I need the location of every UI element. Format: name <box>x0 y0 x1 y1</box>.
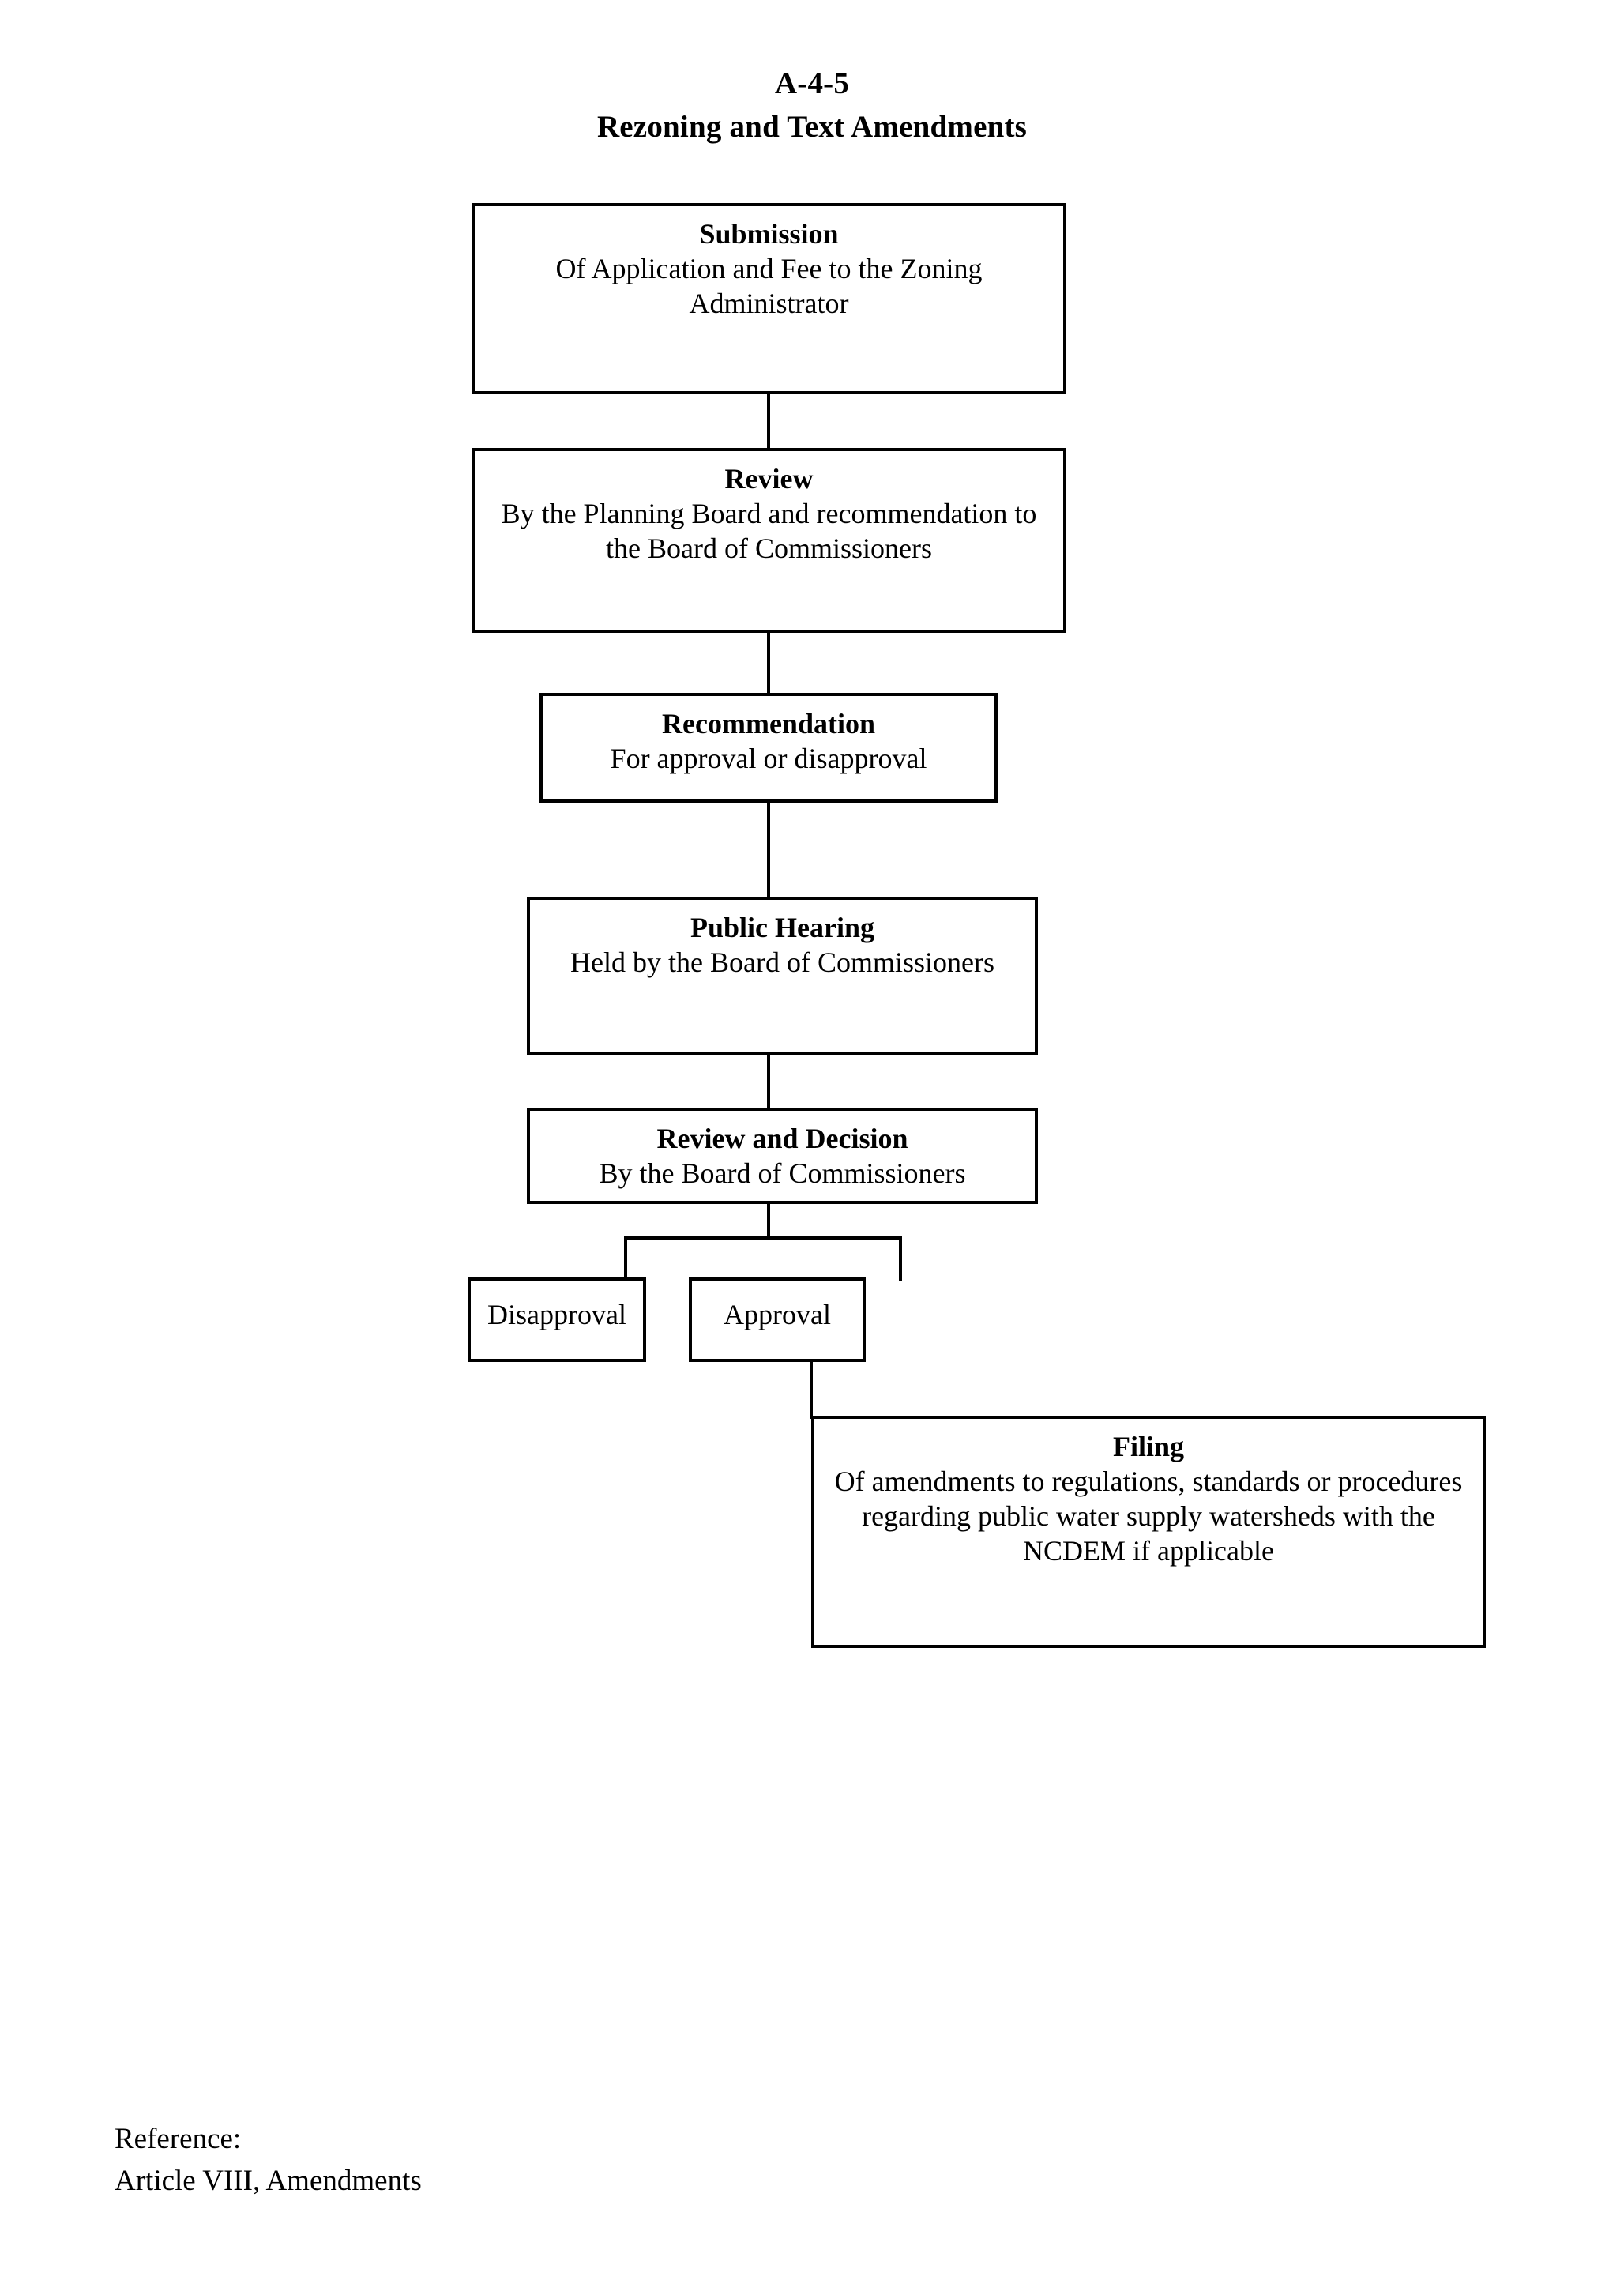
flow-node-filing-body: Of amendments to regulations, standards … <box>834 1465 1463 1567</box>
connector-recommendation-to-public-hearing <box>767 799 770 900</box>
flow-node-review-and-decision: Review and Decision By the Board of Comm… <box>527 1108 1038 1204</box>
connector-approval-to-filing <box>810 1359 813 1419</box>
flow-node-submission: Submission Of Application and Fee to the… <box>472 203 1066 394</box>
connector-branch-bar <box>624 1236 902 1240</box>
flow-node-submission-heading: Submission <box>699 218 839 250</box>
flow-node-review-and-decision-heading: Review and Decision <box>656 1123 908 1154</box>
connector-branch-to-disapproval <box>624 1236 627 1281</box>
flow-node-disapproval: Disapproval <box>468 1277 646 1362</box>
flow-node-disapproval-body: Disapproval <box>487 1299 626 1330</box>
connector-review-and-decision-to-branch <box>767 1201 770 1240</box>
page-title-code: A-4-5 <box>774 66 850 100</box>
flow-node-approval: Approval <box>689 1277 866 1362</box>
flow-node-review-body: By the Planning Board and recommendation… <box>501 497 1037 564</box>
flow-node-public-hearing-heading: Public Hearing <box>690 912 874 943</box>
page-title-name: Rezoning and Text Amendments <box>596 110 1028 144</box>
flow-node-review: Review By the Planning Board and recomme… <box>472 448 1066 633</box>
flow-node-public-hearing: Public Hearing Held by the Board of Comm… <box>527 897 1038 1055</box>
flow-node-review-and-decision-body: By the Board of Commissioners <box>599 1157 966 1189</box>
flow-node-filing: Filing Of amendments to regulations, sta… <box>811 1416 1486 1648</box>
flow-node-recommendation: Recommendation For approval or disapprov… <box>539 693 998 803</box>
reference-label: Reference: <box>115 2123 242 2155</box>
connector-branch-to-approval <box>899 1236 902 1281</box>
flow-node-recommendation-heading: Recommendation <box>662 708 875 739</box>
connector-public-hearing-to-review-and-decision <box>767 1052 770 1111</box>
flow-node-filing-heading: Filing <box>1112 1431 1185 1462</box>
flow-node-submission-body: Of Application and Fee to the Zoning Adm… <box>555 252 983 319</box>
flow-node-recommendation-body: For approval or disapproval <box>610 742 927 774</box>
connector-review-to-recommendation <box>767 630 770 696</box>
flow-node-review-heading: Review <box>724 463 814 495</box>
reference-citation: Article VIII, Amendments <box>115 2164 422 2197</box>
flow-node-public-hearing-body: Held by the Board of Commissioners <box>570 946 994 978</box>
flow-node-approval-body: Approval <box>724 1299 831 1330</box>
connector-submission-to-review <box>767 391 770 451</box>
reference-block: Reference: Article VIII, Amendments <box>115 2119 422 2202</box>
